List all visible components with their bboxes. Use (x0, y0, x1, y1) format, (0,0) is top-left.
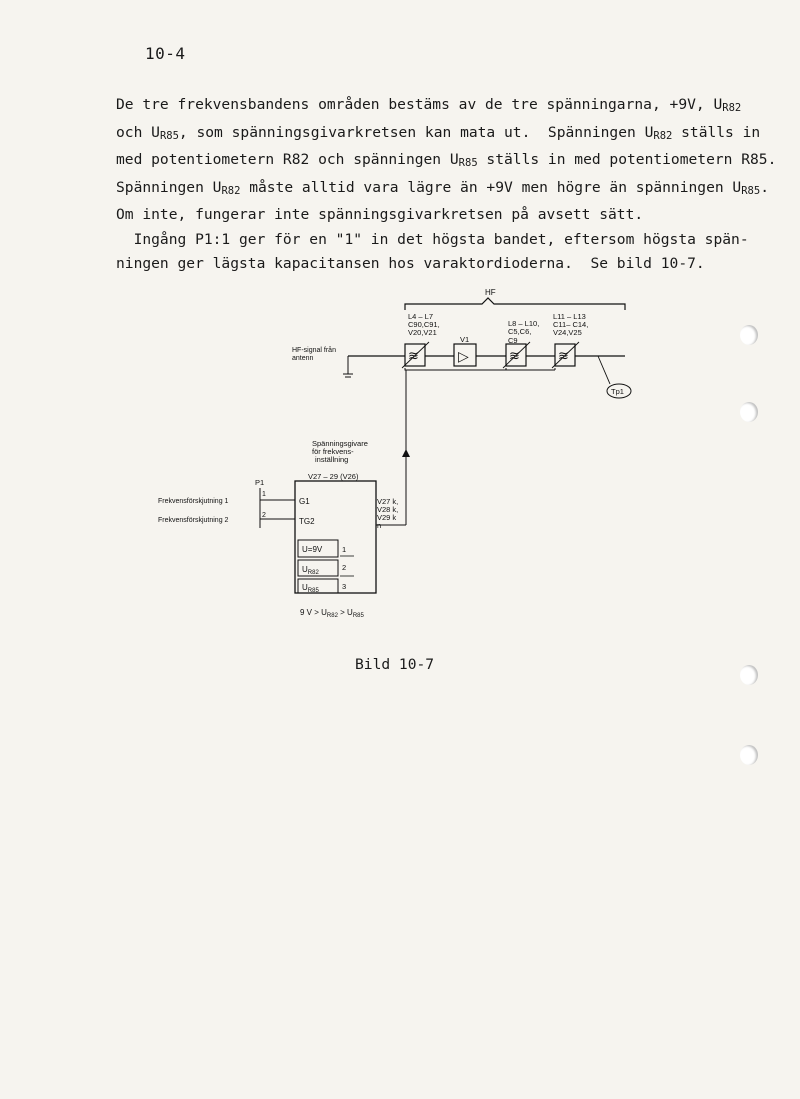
hf-label: HF (485, 288, 496, 297)
input-label-a: HF-signal från (292, 346, 336, 354)
row-9v-box (297, 539, 339, 558)
tuning-arrow (402, 449, 410, 457)
filter1-tune-arrow (401, 341, 430, 369)
filter3-label-a: L11 – L13 (553, 312, 586, 321)
text-run: och U (116, 123, 160, 141)
input2-label: Frekvensförskjutning 2 (158, 517, 229, 524)
text-run: ställs in med potentiometern R85. (477, 151, 777, 168)
generator-label-c: inställning (315, 455, 348, 464)
row-r85-box (297, 578, 339, 594)
text-run: . (760, 178, 769, 196)
filter1-label-a: L4 – L7 (408, 312, 433, 321)
binder-hole-4 (740, 745, 758, 765)
text-run: , som spänningsgivarkretsen kan mata ut.… (178, 123, 654, 141)
row-r82-box (297, 559, 339, 577)
filter3-tune-arrow (551, 341, 580, 369)
filter2-label-c: C9 (508, 336, 518, 345)
row-9v-num: 1 (342, 545, 346, 554)
generator-parts: V27 – 29 (V26) (308, 472, 359, 481)
generator-label-a: Spänningsgivare (312, 439, 368, 448)
text-line: De tre frekvensbandens områden bestäms a… (116, 93, 741, 121)
filter2-label-b: C5,C6, (508, 327, 531, 336)
subscript: R85 (159, 129, 179, 142)
filter3-label-c: V24,V25 (553, 328, 582, 337)
row-r85-label: UR85 (302, 583, 319, 594)
tp-label: Tp1 (611, 387, 624, 396)
filter2-label-a: L8 – L10, (508, 319, 539, 328)
generator-label-b: för frekvens- (312, 447, 354, 456)
amp-label: V1 (460, 335, 469, 344)
p1-label: P1 (255, 478, 264, 487)
text-line: ningen ger lägsta kapacitansen hos varak… (116, 252, 705, 277)
g1-label: G1 (299, 497, 310, 506)
hf-brace (404, 297, 626, 310)
text-line: och UR85, som spänningsgivarkretsen kan … (116, 121, 760, 149)
figure-caption: Bild 10-7 (355, 656, 435, 673)
input-label-b: antenn (292, 355, 314, 362)
text-run: ställs in (672, 123, 761, 141)
text-run: måste alltid vara lägre än +9V men högre… (240, 178, 742, 196)
body-text: De tre frekvensbandens områden bestäms a… (116, 93, 776, 277)
output-label-c: V29 k (377, 513, 396, 522)
text-run: Spänningen U (116, 178, 222, 196)
antenna-ground (343, 356, 353, 378)
filter2-tune-arrow (502, 341, 531, 369)
text-run: De tre frekvensbandens områden bestäms a… (116, 96, 723, 113)
page-number: 10-4 (145, 44, 186, 63)
subscript: R85 (458, 157, 478, 169)
row-r82-num: 2 (342, 563, 346, 572)
filter2-icon: ≋ (509, 348, 520, 363)
text-run: ningen ger lägsta kapacitansen hos varak… (116, 255, 705, 272)
pin1-label: 1 (262, 491, 266, 498)
filter3-label-b: C11– C14, (553, 320, 588, 329)
tp-circle (606, 383, 632, 399)
block-diagram: HF L4 – L7 C90,C91, V20,V21 L8 – L10, C5… (158, 288, 632, 619)
row-9v-label: U=9V (302, 545, 323, 554)
output-n-label: n (377, 521, 381, 530)
amp-icon: ▷ (458, 348, 469, 364)
filter1-label-b: C90,C91, (408, 320, 440, 329)
amp-box (453, 343, 477, 367)
subscript: R82 (722, 102, 742, 114)
binder-hole-2 (740, 402, 758, 422)
tg2-label: TG2 (299, 517, 315, 526)
filter1-label-c: V20,V21 (408, 328, 437, 337)
output-label-b: V28 k, (377, 505, 398, 514)
condition-label: 9 V > UR82 > UR85 (300, 608, 364, 619)
text-line: Ingång P1:1 ger för en "1" in det högsta… (116, 228, 749, 253)
row-r85-num: 3 (342, 582, 346, 591)
binder-hole-1 (740, 325, 758, 345)
text-line: Om inte, fungerar inte spänningsgivarkre… (116, 203, 676, 228)
row-r82-label: UR82 (302, 565, 319, 576)
binder-hole-3 (740, 665, 758, 685)
subscript: R82 (221, 184, 241, 197)
filter3-icon: ≋ (558, 348, 569, 363)
text-line: med potentiometern R82 och spänningen UR… (116, 148, 776, 176)
output-label-a: V27 k, (377, 497, 398, 506)
subscript: R82 (653, 129, 673, 142)
text-run: Om inte, fungerar inte spänningsgivarkre… (116, 206, 644, 223)
text-line: Spänningen UR82 måste alltid vara lägre … (116, 176, 769, 204)
pin2-label: 2 (262, 512, 266, 519)
subscript: R85 (741, 184, 761, 197)
input1-label: Frekvensförskjutning 1 (158, 498, 229, 505)
text-run: med potentiometern R82 och spänningen U (116, 151, 459, 168)
tp-leader (597, 355, 611, 385)
filter1-icon: ≋ (408, 348, 419, 363)
text-run: Ingång P1:1 ger för en "1" in det högsta… (116, 230, 749, 248)
